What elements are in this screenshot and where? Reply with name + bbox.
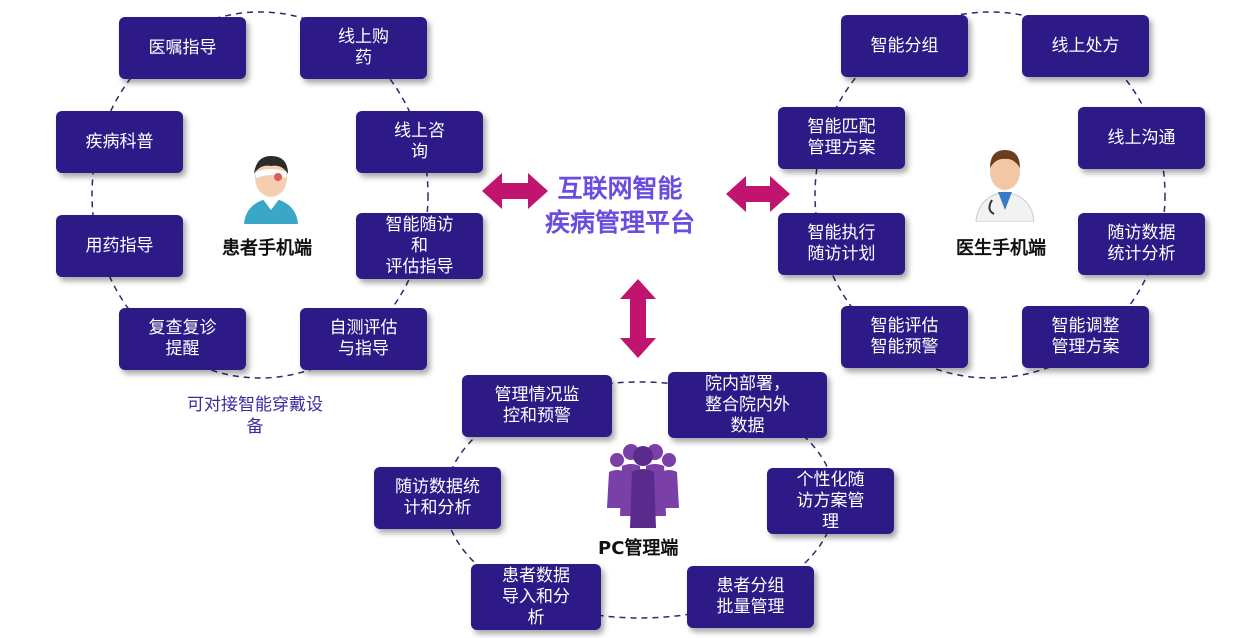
patient-node-online-consult: 线上咨 询 [356,111,483,173]
wearable-note: 可对接智能穿戴设 备 [187,395,323,437]
patient-hub-label: 患者手机端 [222,238,312,259]
left-double-arrow [482,173,548,209]
vertical-double-arrow [620,279,656,358]
platform-title-line2: 疾病管理平台 [544,208,695,237]
pc-node-in-hospital-deployment: 院内部署， 整合院内外 数据 [668,372,827,438]
doctor-node-smart-matching: 智能匹配 管理方案 [778,107,905,169]
doctor-node-smart-adjustment: 智能调整 管理方案 [1022,306,1149,368]
group-people-icon [607,444,679,528]
doctor-ring [814,11,1166,379]
doctor-node-online-communication: 线上沟通 [1078,107,1205,169]
patient-node-medical-advice: 医嘱指导 [119,17,246,79]
right-double-arrow [726,176,790,212]
patient-node-revisit-reminder: 复查复诊 提醒 [119,308,246,370]
platform-title: 互联网智能 疾病管理平台 [520,172,720,240]
doctor-node-followup-statistics: 随访数据 统计分析 [1078,213,1205,275]
patient-node-online-purchase: 线上购 药 [300,17,427,79]
doctor-node-online-prescription: 线上处方 [1022,15,1149,77]
patient-node-smart-followup: 智能随访 和 评估指导 [356,213,483,279]
patient-node-self-assessment: 自测评估 与指导 [300,308,427,370]
pc-node-data-import: 患者数据 导入和分 析 [471,564,601,630]
pc-node-monitoring: 管理情况监 控和预警 [462,375,612,437]
pc-node-batch-grouping: 患者分组 批量管理 [687,566,814,628]
doctor-hub-label: 医生手机端 [956,238,1046,259]
patient-ring [91,11,429,379]
patient-icon [244,156,298,224]
doctor-node-smart-grouping: 智能分组 [841,15,968,77]
platform-title-line1: 互联网智能 [557,174,683,203]
patient-node-medication-guide: 用药指导 [56,215,183,277]
doctor-node-smart-execution: 智能执行 随访计划 [778,213,905,275]
pc-node-followup-analysis: 随访数据统 计和分析 [374,467,501,529]
pc-node-personalized-plan: 个性化随 访方案管 理 [767,468,894,534]
patient-node-disease-education: 疾病科普 [56,111,183,173]
pc-hub-label: PC管理端 [598,538,679,559]
doctor-node-smart-evaluation: 智能评估 智能预警 [841,306,968,368]
doctor-icon [975,150,1035,222]
